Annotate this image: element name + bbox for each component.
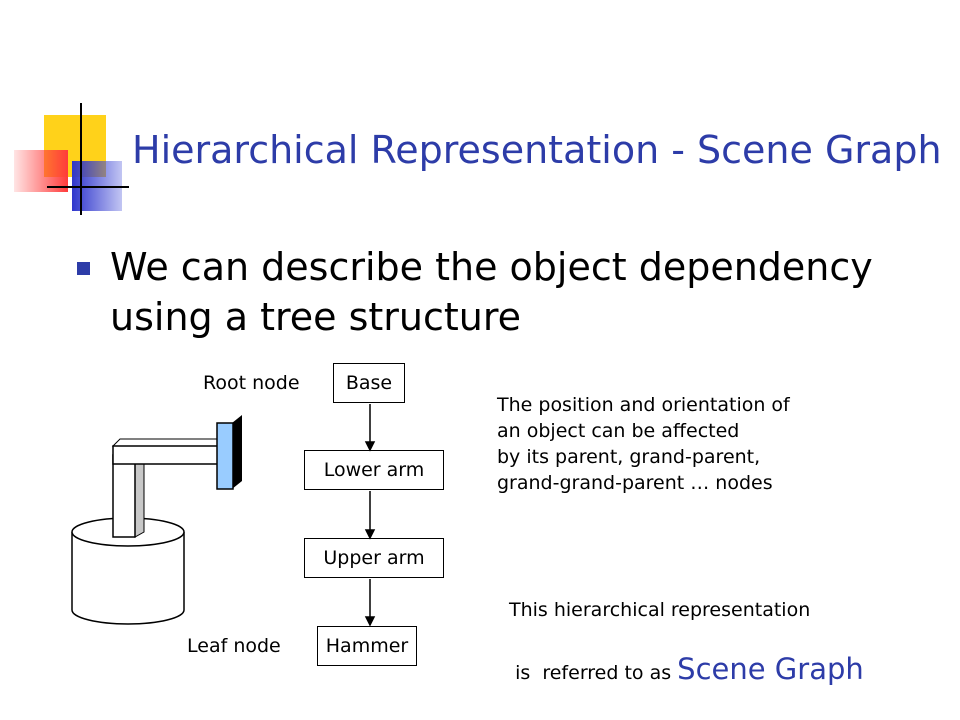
arrow-head [364, 616, 376, 627]
note-line: an object can be affected [497, 420, 740, 442]
leaf-node-label: Leaf node [187, 635, 281, 657]
root-node-label: Root node [203, 372, 300, 394]
scene-graph-note-line1: This hierarchical representation [509, 599, 811, 621]
scene-graph-term: Scene Graph [677, 652, 864, 686]
scene-graph-prefix: is referred to as [515, 662, 678, 684]
slide-title: Hierarchical Representation - Scene Grap… [132, 128, 942, 172]
tree-node-lower-arm: Lower arm [304, 450, 444, 490]
bullet-marker [77, 262, 90, 275]
tree-node-base: Base [333, 363, 405, 403]
base-cylinder-body [71, 532, 185, 625]
hammer [216, 422, 234, 490]
tree-edges [364, 404, 376, 627]
horizontal-rule [47, 186, 129, 188]
bullet-text: We can describe the object dependency us… [110, 245, 873, 339]
note-line: grand-grand-parent … nodes [497, 472, 773, 494]
arrow-head [364, 529, 376, 540]
hammer-side [232, 415, 242, 489]
influence-note: The position and orientation of an objec… [497, 392, 790, 496]
upper-arm [112, 445, 220, 465]
robot-arm-illustration [71, 415, 242, 625]
arrow-head [364, 441, 376, 452]
scene-graph-note-line2: is referred to as Scene Graph [503, 630, 864, 686]
tree-node-upper-arm: Upper arm [304, 538, 444, 578]
tree-node-hammer: Hammer [317, 626, 417, 666]
lower-arm [112, 454, 136, 538]
note-line: The position and orientation of [497, 394, 790, 416]
vertical-rule [80, 103, 82, 215]
note-line: by its parent, grand-parent, [497, 446, 761, 468]
upper-arm-top [111, 438, 228, 447]
red-square [14, 150, 68, 192]
